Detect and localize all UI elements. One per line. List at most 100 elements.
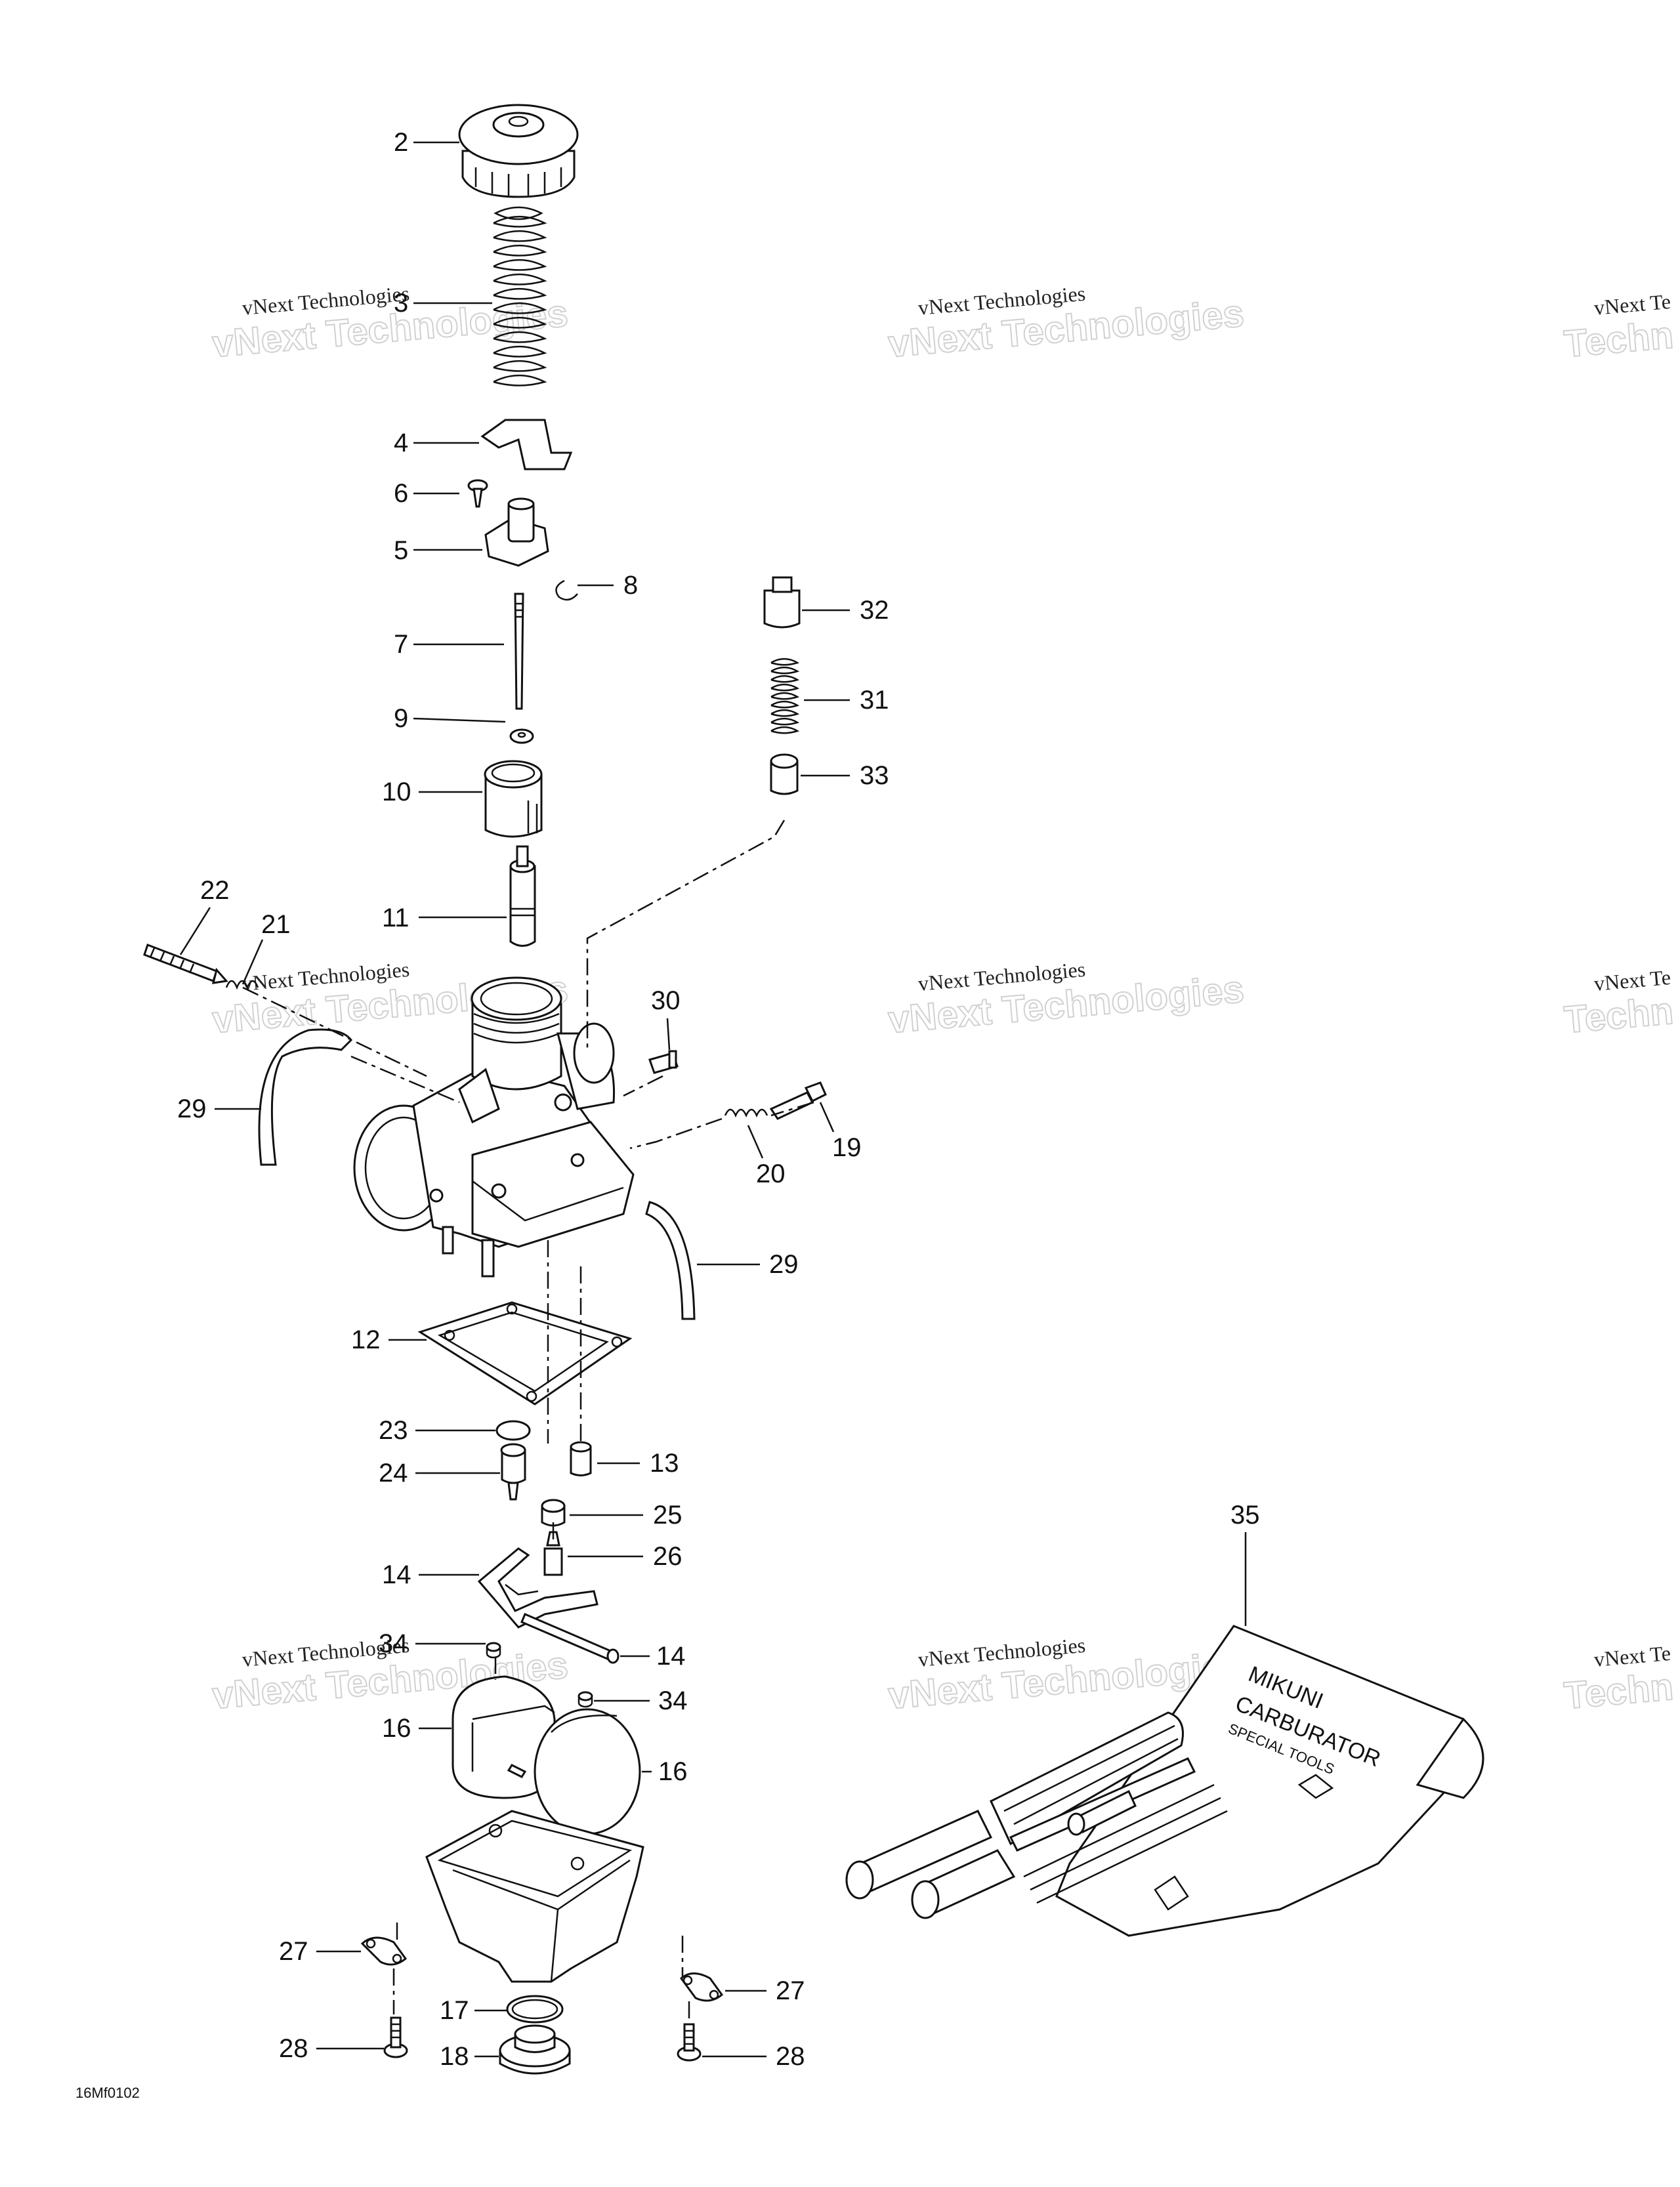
- svg-text:2: 2: [394, 128, 408, 157]
- needle-holder-part: [484, 497, 549, 567]
- pilot-jet-part: [648, 1050, 679, 1074]
- watermark: vNext Technologies vNext Technologies: [886, 957, 1246, 1042]
- needle-seat-part: [500, 1443, 526, 1501]
- retainer-plate-right-part: [679, 1972, 724, 2002]
- svg-text:29: 29: [177, 1094, 207, 1123]
- svg-text:16: 16: [658, 1757, 688, 1786]
- o-ring-part: [495, 1420, 531, 1441]
- callout-29a: 29: [177, 1094, 261, 1123]
- svg-text:21: 21: [261, 910, 291, 939]
- svg-text:17: 17: [440, 1996, 469, 2025]
- svg-text:22: 22: [200, 876, 230, 905]
- bracket-part: [480, 419, 573, 470]
- callout-20: 20: [747, 1125, 786, 1188]
- callout-layer: 2 3 4 5 6 7 8 9: [177, 128, 1260, 2071]
- callout-3: 3: [394, 289, 492, 318]
- svg-text:Techn: Techn: [1563, 1665, 1675, 1717]
- callout-26: 26: [568, 1542, 682, 1571]
- idle-spring-part: [225, 980, 259, 990]
- callout-5: 5: [394, 536, 482, 565]
- callout-8: 8: [578, 571, 638, 600]
- callout-34a: 34: [379, 1629, 486, 1658]
- needle-valve-part: [543, 1531, 563, 1576]
- svg-text:28: 28: [776, 2042, 805, 2071]
- starter-jet-part: [570, 1441, 592, 1476]
- parts-layer: MIKUNI CARBURATOR SPECIAL TOOLS: [143, 104, 1484, 2075]
- choke-plunger-part: [770, 753, 799, 795]
- callout-35: 35: [1230, 1501, 1260, 1626]
- watermark: Techn vNext Te: [1562, 1641, 1676, 1718]
- assembly-axes: [242, 820, 814, 2024]
- callout-13: 13: [597, 1449, 679, 1478]
- float-pin-part: [520, 1613, 620, 1664]
- svg-text:5: 5: [394, 536, 408, 565]
- small-screw-part: [467, 479, 488, 508]
- svg-text:19: 19: [832, 1133, 862, 1162]
- clip-part: [555, 579, 578, 601]
- svg-text:14: 14: [382, 1560, 411, 1589]
- callout-16b: 16: [642, 1757, 688, 1786]
- needle-jet-part: [509, 845, 536, 947]
- svg-text:Techn: Techn: [1563, 989, 1675, 1041]
- watermark: Techn vNext Te: [1562, 965, 1676, 1042]
- callout-19: 19: [819, 1102, 862, 1162]
- callout-11: 11: [382, 904, 507, 932]
- float-arm-part: [477, 1547, 598, 1629]
- svg-text:25: 25: [653, 1501, 682, 1530]
- callout-33: 33: [801, 761, 889, 790]
- svg-text:9: 9: [394, 704, 408, 733]
- callout-14a: 14: [382, 1560, 479, 1589]
- callout-24: 24: [379, 1459, 500, 1488]
- svg-text:16: 16: [382, 1714, 411, 1743]
- svg-text:34: 34: [379, 1629, 408, 1658]
- callout-9: 9: [394, 704, 506, 733]
- air-spring-part: [724, 1108, 768, 1118]
- svg-text:27: 27: [776, 1976, 805, 2005]
- throttle-slide-part: [484, 760, 543, 838]
- callout-21: 21: [242, 910, 291, 985]
- svg-text:33: 33: [860, 761, 889, 790]
- retainer-plate-left-part: [360, 1936, 408, 1966]
- callout-18: 18: [440, 2042, 499, 2071]
- gasket-part: [417, 1301, 633, 1406]
- idle-screw-part: [143, 944, 228, 984]
- watermark-layer: vNext Technologies vNext Technologies vN…: [210, 281, 1676, 1718]
- callout-16a: 16: [382, 1714, 452, 1743]
- callout-31: 31: [804, 686, 889, 715]
- washer-part: [509, 728, 534, 744]
- svg-text:29: 29: [769, 1250, 799, 1279]
- float-rivet-right-part: [578, 1691, 593, 1708]
- svg-text:12: 12: [351, 1325, 381, 1354]
- callout-23: 23: [379, 1416, 495, 1445]
- svg-text:27: 27: [279, 1937, 308, 1966]
- hose-right-part: [645, 1201, 696, 1320]
- choke-spring-part: [770, 657, 800, 734]
- callout-12: 12: [351, 1325, 427, 1354]
- callout-28a: 28: [279, 2034, 384, 2063]
- svg-text:30: 30: [651, 986, 681, 1015]
- svg-text:11: 11: [382, 904, 410, 932]
- svg-text:24: 24: [379, 1459, 408, 1488]
- drawing-code: 16Mf0102: [75, 2085, 140, 2101]
- callout-29b: 29: [697, 1250, 799, 1279]
- spring-part: [493, 206, 547, 386]
- callout-32: 32: [802, 596, 889, 625]
- callout-14b: 14: [620, 1642, 686, 1671]
- float-right-part: [534, 1708, 641, 1835]
- cap-part: [458, 104, 579, 198]
- main-jet-part: [541, 1499, 566, 1527]
- drain-o-ring-part: [506, 1995, 564, 2024]
- svg-text:35: 35: [1230, 1501, 1260, 1530]
- svg-text:4: 4: [394, 428, 408, 457]
- hose-left-part: [258, 1028, 352, 1166]
- float-left-part: [452, 1675, 556, 1799]
- callout-2: 2: [394, 128, 459, 157]
- needle-part: [514, 593, 524, 710]
- bowl-screw-left-part: [383, 2016, 408, 2058]
- callout-30: 30: [651, 986, 681, 1051]
- watermark: vNext Technologies vNext Technologies: [210, 281, 570, 366]
- svg-text:32: 32: [860, 596, 889, 625]
- choke-nut-part: [763, 576, 801, 629]
